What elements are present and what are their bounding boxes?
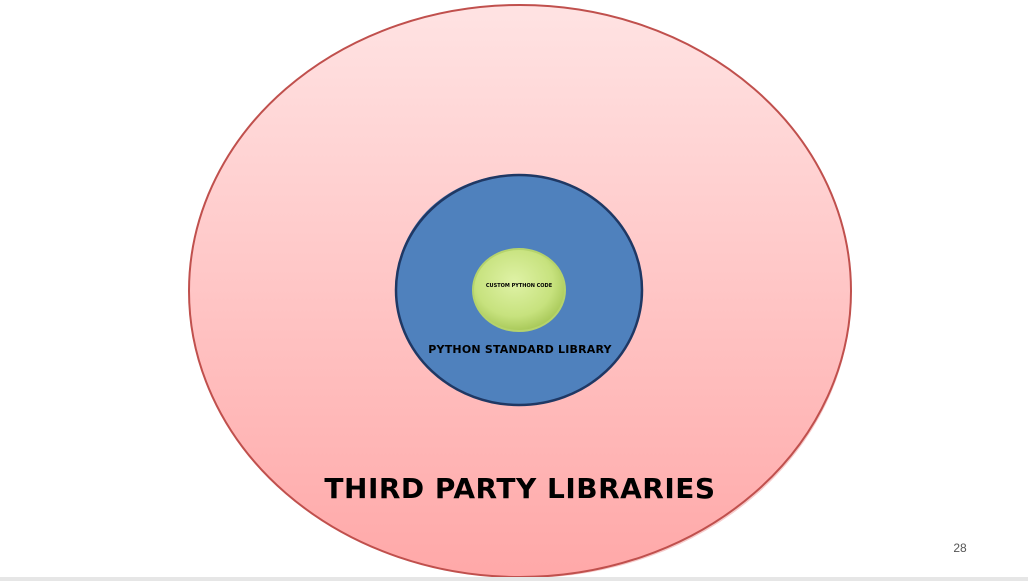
custom-python-code-label: CUSTOM PYTHON CODE <box>485 283 553 289</box>
third-party-libraries-label: THIRD PARTY LIBRARIES <box>324 472 716 505</box>
python-standard-library-label: PYTHON STANDARD LIBRARY <box>428 343 612 356</box>
inner-circle-custom-code <box>472 248 566 332</box>
page-number: 28 <box>953 541 967 555</box>
slide-bottom-bar <box>0 577 1028 581</box>
